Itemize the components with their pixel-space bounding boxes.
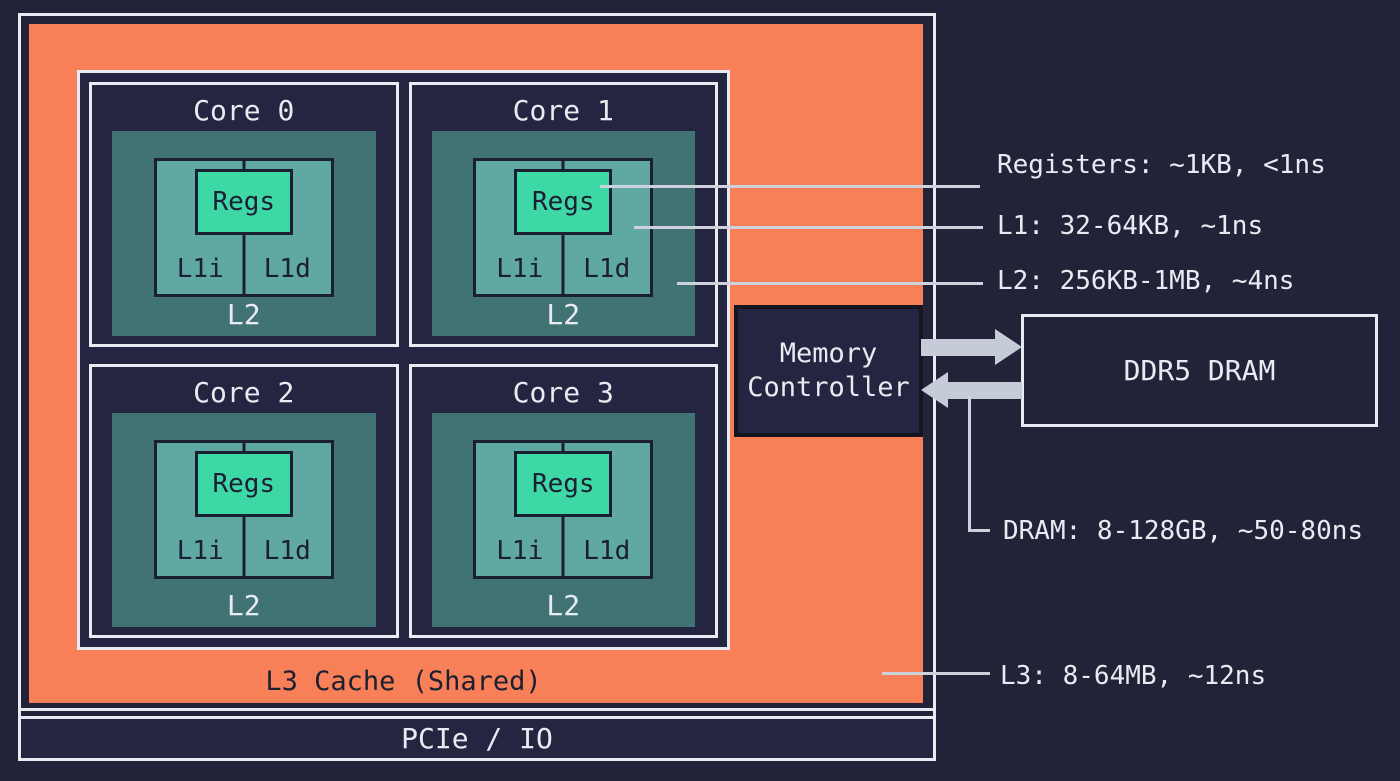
mc-to-dram-arrow-shaft bbox=[921, 339, 997, 356]
dram-annotation: DRAM: 8-128GB, ~50-80ns bbox=[1003, 516, 1364, 546]
core-1-registers: Regs bbox=[514, 169, 613, 235]
cores-container: Core 0 Regs L1i L1d L2 Core 1 Regs L1i L… bbox=[77, 70, 730, 650]
core-0-l1-block: Regs L1i L1d bbox=[153, 158, 334, 297]
memory-controller-box: Memory Controller bbox=[734, 305, 923, 437]
pcie-io-label: PCIe / IO bbox=[401, 722, 553, 755]
core-1-l2-label: L2 bbox=[546, 298, 581, 331]
dram-to-mc-arrow-head-icon bbox=[921, 372, 948, 408]
l3-annotation: L3: 8-64MB, ~12ns bbox=[1000, 661, 1267, 691]
core-0-title: Core 0 bbox=[193, 93, 295, 127]
core-3-l1d-label: L1d bbox=[583, 536, 631, 566]
core-3-l2-cache: Regs L1i L1d L2 bbox=[431, 413, 695, 627]
core-2-title: Core 2 bbox=[193, 375, 295, 409]
core-1-l1-block: Regs L1i L1d bbox=[473, 158, 654, 297]
ddr5-dram-label: DDR5 DRAM bbox=[1123, 354, 1276, 387]
pcie-io-bar: PCIe / IO bbox=[18, 716, 936, 761]
pcie-divider-line bbox=[18, 708, 936, 711]
core-3-box: Core 3 Regs L1i L1d L2 bbox=[408, 364, 718, 638]
core-0-l2-label: L2 bbox=[226, 298, 261, 331]
core-2-box: Core 2 Regs L1i L1d L2 bbox=[89, 364, 399, 638]
core-3-l1-block: Regs L1i L1d bbox=[473, 440, 654, 579]
mc-to-dram-arrow-head-icon bbox=[995, 329, 1022, 365]
core-1-box: Core 1 Regs L1i L1d L2 bbox=[408, 82, 718, 347]
l3-cache-shared-label: L3 Cache (Shared) bbox=[265, 666, 542, 697]
core-1-l2-cache: Regs L1i L1d L2 bbox=[431, 131, 695, 336]
core-1-l1i-label: L1i bbox=[496, 254, 544, 284]
core-0-registers: Regs bbox=[194, 169, 293, 235]
core-2-l1d-label: L1d bbox=[263, 536, 311, 566]
core-0-l1i-label: L1i bbox=[176, 254, 224, 284]
core-0-l1d-label: L1d bbox=[263, 254, 311, 284]
l1-leader-line bbox=[634, 226, 983, 229]
core-1-l1d-label: L1d bbox=[583, 254, 631, 284]
l2-annotation: L2: 256KB-1MB, ~4ns bbox=[997, 266, 1295, 296]
l1-annotation: L1: 32-64KB, ~1ns bbox=[997, 211, 1264, 241]
core-2-registers: Regs bbox=[194, 451, 293, 517]
dram-leader-line-elbow bbox=[968, 529, 990, 532]
memory-controller-line2: Controller bbox=[747, 372, 910, 403]
core-0-l2-cache: Regs L1i L1d L2 bbox=[112, 131, 376, 336]
dram-to-mc-arrow-shaft bbox=[946, 382, 1022, 399]
dram-leader-line-vertical bbox=[968, 396, 971, 532]
registers-leader-line bbox=[600, 185, 980, 188]
core-2-l2-cache: Regs L1i L1d L2 bbox=[112, 413, 376, 627]
core-3-l2-label: L2 bbox=[546, 589, 581, 622]
ddr5-dram-box: DDR5 DRAM bbox=[1021, 314, 1378, 427]
core-2-l1-block: Regs L1i L1d bbox=[153, 440, 334, 579]
core-3-title: Core 3 bbox=[512, 375, 614, 409]
l3-leader-line bbox=[882, 672, 990, 675]
memory-controller-line1: Memory bbox=[779, 338, 878, 370]
registers-annotation: Registers: ~1KB, <1ns bbox=[997, 150, 1326, 180]
core-2-l2-label: L2 bbox=[226, 589, 261, 622]
core-0-box: Core 0 Regs L1i L1d L2 bbox=[89, 82, 399, 347]
core-3-l1i-label: L1i bbox=[496, 536, 544, 566]
core-1-title: Core 1 bbox=[512, 93, 614, 127]
core-3-registers: Regs bbox=[514, 451, 613, 517]
l2-leader-line bbox=[677, 282, 983, 285]
core-2-l1i-label: L1i bbox=[176, 536, 224, 566]
